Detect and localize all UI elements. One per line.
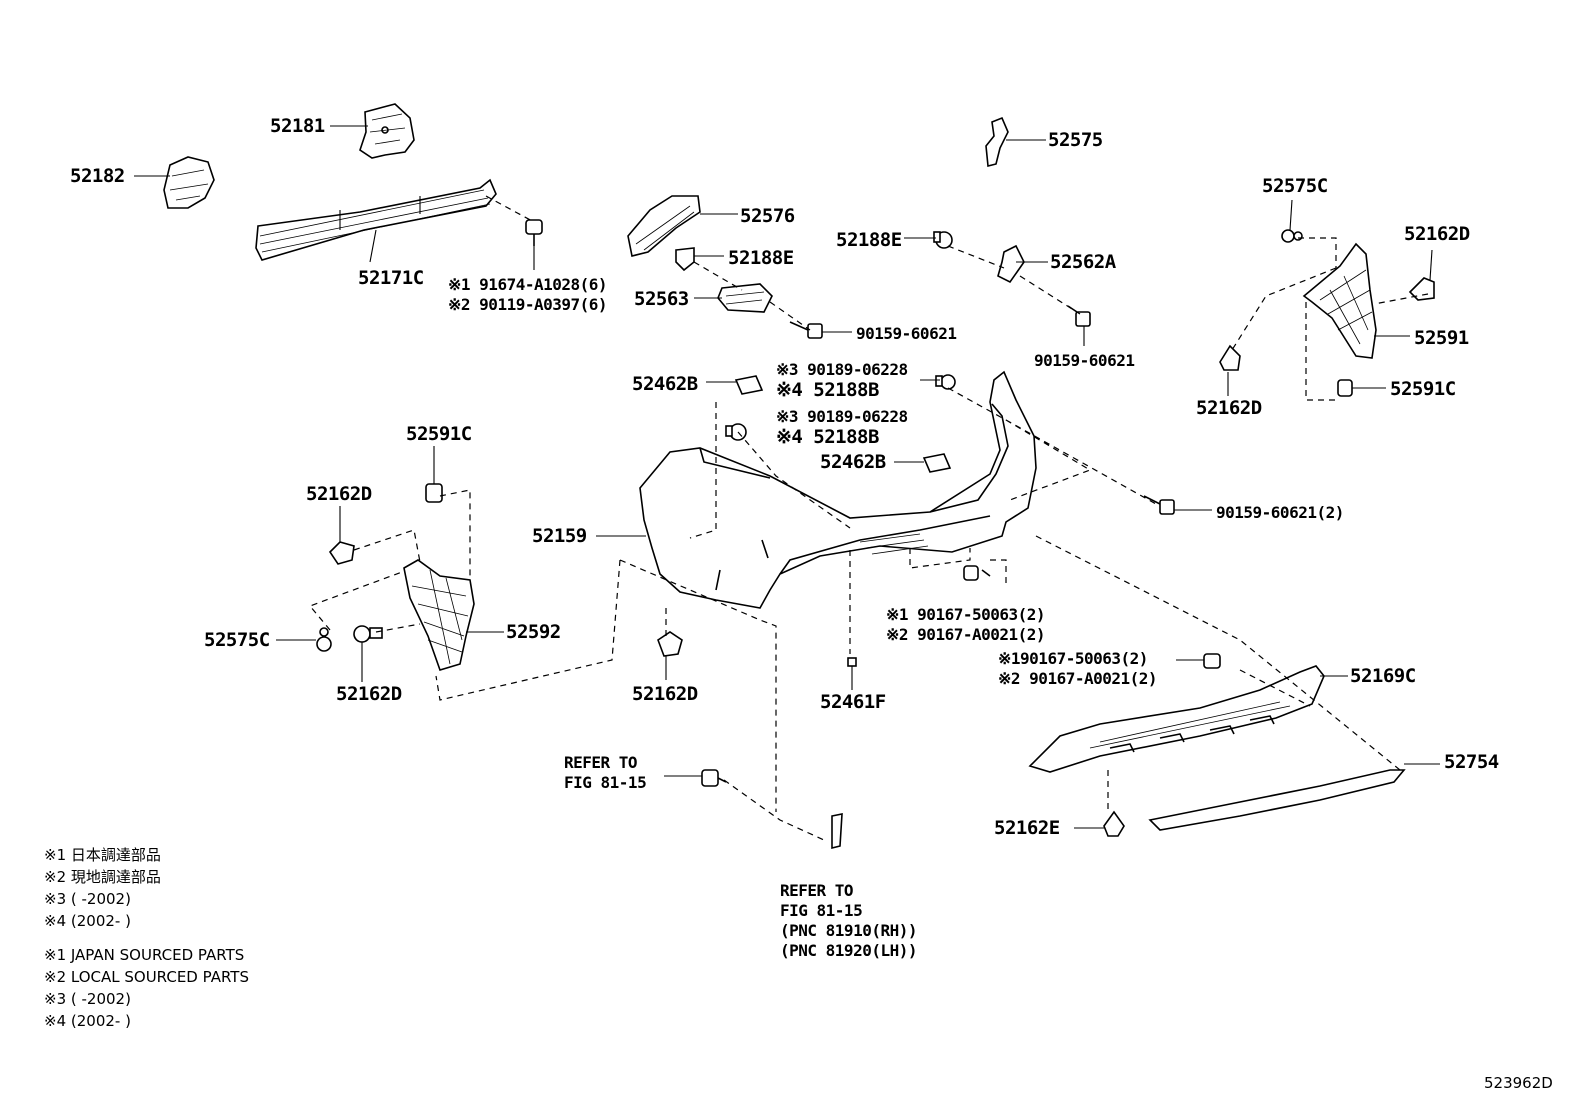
- label-pnc-81910: (PNC 81910(RH)): [780, 921, 917, 940]
- legend-line-3: ※3 ( -2002): [44, 890, 131, 908]
- legend-line-4: ※4 (2002- ): [44, 912, 131, 930]
- label-refer-to-b: REFER TO: [780, 881, 853, 900]
- pad-52462B-b-icon: [922, 453, 952, 473]
- label-52162E: 52162E: [994, 817, 1060, 839]
- label-52182: 52182: [70, 165, 125, 187]
- label-52162D-center: 52162D: [632, 683, 698, 705]
- label-52159: 52159: [532, 525, 587, 547]
- label-52169C: 52169C: [1350, 665, 1416, 687]
- part-52169C-lower-garnish[interactable]: [1028, 665, 1325, 773]
- part-52182-bracket[interactable]: [163, 156, 215, 209]
- label-52171C: 52171C: [358, 267, 424, 289]
- label-52188E-a: 52188E: [728, 247, 794, 269]
- label-note1-90167-b: ※190167-50063(2): [998, 649, 1148, 668]
- clip-52188B-b-icon: [725, 423, 747, 441]
- screw-90167-b-icon: [1203, 653, 1221, 669]
- bolt-90159-c-icon: [1143, 495, 1175, 515]
- label-note2-90167-a: ※2 90167-A0021(2): [886, 625, 1045, 644]
- label-52575C-left: 52575C: [204, 629, 270, 651]
- label-90159-a: 90159-60621: [856, 324, 956, 343]
- label-note4-52188B-b: ※4 52188B: [776, 426, 879, 448]
- legend-line-8: ※4 (2002- ): [44, 1012, 131, 1030]
- label-52576: 52576: [740, 205, 795, 227]
- label-52162D-right-bottom: 52162D: [1196, 397, 1262, 419]
- legend-line-7: ※3 ( -2002): [44, 990, 131, 1008]
- label-52591C-right: 52591C: [1390, 378, 1456, 400]
- part-reflector-81910-81920[interactable]: [831, 813, 843, 850]
- clip-52162D-left-top-icon: [328, 541, 355, 565]
- part-52575-bracket[interactable]: [985, 116, 1009, 168]
- pad-52462B-a-icon: [734, 375, 764, 395]
- nut-52591C-left-icon: [425, 483, 443, 503]
- label-refer-to-a: REFER TO: [564, 753, 637, 772]
- part-52181-bracket[interactable]: [359, 103, 415, 159]
- label-note1-90167-a: ※1 90167-50063(2): [886, 605, 1045, 624]
- figure-id: 523962D: [1484, 1074, 1553, 1092]
- label-52461F: 52461F: [820, 691, 886, 713]
- part-52563-bracket[interactable]: [717, 283, 773, 313]
- clip-52188B-a-icon: [935, 374, 956, 390]
- label-refer-fig-b: FIG 81-15: [780, 901, 862, 920]
- clip-52188E-b-icon: [933, 231, 953, 249]
- label-52162D-left-top: 52162D: [306, 483, 372, 505]
- label-52591-right: 52591: [1414, 327, 1469, 349]
- part-52171C-reinforcement[interactable]: [255, 178, 497, 261]
- clip-52162D-center-icon: [657, 631, 683, 657]
- label-52188E-b: 52188E: [836, 229, 902, 251]
- label-52575C-right: 52575C: [1262, 175, 1328, 197]
- clip-52162D-right-bottom-icon: [1219, 344, 1241, 371]
- label-52462B-a: 52462B: [632, 373, 698, 395]
- label-52754: 52754: [1444, 751, 1499, 773]
- assembly-dashed-lines: [308, 195, 1429, 841]
- bolt-90159-a-icon: [789, 321, 823, 339]
- bolt-91674-icon: [525, 219, 543, 246]
- label-note2-90167-b: ※2 90167-A0021(2): [998, 669, 1157, 688]
- label-90159-c: 90159-60621(2): [1216, 503, 1344, 522]
- label-refer-fig-a: FIG 81-15: [564, 773, 646, 792]
- nut-52591C-right-icon: [1337, 379, 1353, 397]
- label-note3-90189-a: ※3 90189-06228: [776, 360, 908, 379]
- label-52562A: 52562A: [1050, 251, 1117, 273]
- legend-line-6: ※2 LOCAL SOURCED PARTS: [44, 968, 249, 986]
- label-52462B-b: 52462B: [820, 451, 886, 473]
- screw-90167-a-icon: [963, 565, 991, 581]
- part-52592-bracket[interactable]: [403, 559, 475, 671]
- clip-52162D-left-bottom-icon: [353, 625, 383, 643]
- label-52591C-left: 52591C: [406, 423, 472, 445]
- label-note-90119: ※2 90119-A0397(6): [448, 295, 607, 314]
- clip-52162E-icon: [1103, 810, 1125, 837]
- label-note4-52188B-a: ※4 52188B: [776, 379, 879, 401]
- clip-52188E-a-icon: [675, 247, 695, 272]
- legend-line-5: ※1 JAPAN SOURCED PARTS: [44, 946, 244, 964]
- part-52562A-bracket[interactable]: [997, 244, 1025, 284]
- clip-52575C-right-icon: [1281, 229, 1303, 243]
- label-52575: 52575: [1048, 129, 1103, 151]
- clip-refer-fig-81-15-icon: [701, 769, 727, 787]
- clip-52575C-left-icon: [316, 627, 332, 652]
- part-52576-bracket[interactable]: [627, 195, 701, 257]
- label-52181: 52181: [270, 115, 325, 137]
- label-52162D-right-top: 52162D: [1404, 223, 1470, 245]
- label-note3-90189-b: ※3 90189-06228: [776, 407, 908, 426]
- part-52159-bumper-cover[interactable]: [639, 370, 1037, 609]
- legend-line-2: ※2 現地調達部品: [44, 868, 161, 886]
- legend-line-1: ※1 日本調達部品: [44, 846, 161, 864]
- pad-52461F-icon: [847, 657, 857, 667]
- part-52591-bracket[interactable]: [1302, 242, 1377, 359]
- leader-lines: [134, 125, 1440, 829]
- label-90159-b: 90159-60621: [1034, 351, 1134, 370]
- label-52592: 52592: [506, 621, 561, 643]
- label-52162D-left-bottom: 52162D: [336, 683, 402, 705]
- part-52754-moulding[interactable]: [1148, 769, 1406, 831]
- label-52563: 52563: [634, 288, 689, 310]
- label-note-91674: ※1 91674-A1028(6): [448, 275, 607, 294]
- label-pnc-81920: (PNC 81920(LH)): [780, 941, 917, 960]
